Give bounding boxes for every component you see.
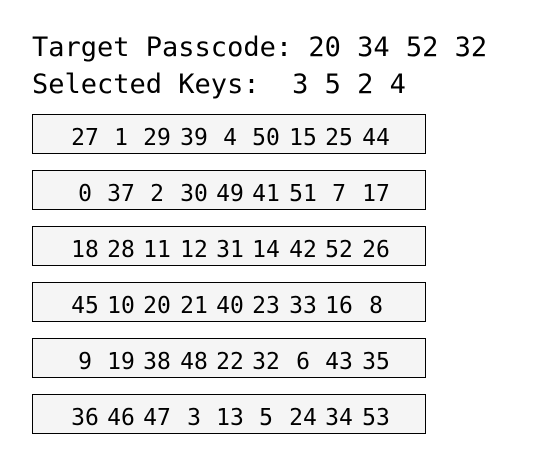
key-42[interactable]: 42 bbox=[289, 237, 317, 263]
selected-keys-line: Selected Keys: 3 5 2 4 bbox=[32, 69, 406, 101]
key-44[interactable]: 44 bbox=[362, 125, 390, 151]
key-53[interactable]: 53 bbox=[362, 405, 390, 431]
key-34[interactable]: 34 bbox=[325, 405, 353, 431]
target-passcode-label: Target Passcode: bbox=[32, 32, 293, 63]
key-40[interactable]: 40 bbox=[216, 293, 244, 319]
key-22[interactable]: 22 bbox=[216, 349, 244, 375]
key-row: 18 28 11 12 31 14 42 52 26 bbox=[32, 226, 426, 266]
key-row: 0 37 2 30 49 41 51 7 17 bbox=[32, 170, 426, 210]
key-23[interactable]: 23 bbox=[252, 293, 280, 319]
key-32[interactable]: 32 bbox=[252, 349, 280, 375]
key-2[interactable]: 2 bbox=[150, 181, 164, 207]
key-row: 45 10 20 21 40 23 33 16 8 bbox=[32, 282, 426, 322]
key-48[interactable]: 48 bbox=[180, 349, 208, 375]
target-passcode-value: 20 34 52 32 bbox=[308, 32, 488, 63]
key-51[interactable]: 51 bbox=[289, 181, 317, 207]
key-24[interactable]: 24 bbox=[289, 405, 317, 431]
key-6[interactable]: 6 bbox=[296, 349, 310, 375]
selected-keys-label: Selected Keys: bbox=[32, 69, 260, 100]
key-0[interactable]: 0 bbox=[78, 181, 92, 207]
key-46[interactable]: 46 bbox=[107, 405, 135, 431]
key-19[interactable]: 19 bbox=[107, 349, 135, 375]
key-43[interactable]: 43 bbox=[325, 349, 353, 375]
key-49[interactable]: 49 bbox=[216, 181, 244, 207]
key-5[interactable]: 5 bbox=[259, 405, 273, 431]
key-row: 27 1 29 39 4 50 15 25 44 bbox=[32, 114, 426, 154]
key-39[interactable]: 39 bbox=[180, 125, 208, 151]
key-20[interactable]: 20 bbox=[143, 293, 171, 319]
key-7[interactable]: 7 bbox=[332, 181, 346, 207]
key-25[interactable]: 25 bbox=[325, 125, 353, 151]
key-12[interactable]: 12 bbox=[180, 237, 208, 263]
key-3[interactable]: 3 bbox=[187, 405, 201, 431]
key-row: 36 46 47 3 13 5 24 34 53 bbox=[32, 394, 426, 434]
key-11[interactable]: 11 bbox=[143, 237, 171, 263]
key-36[interactable]: 36 bbox=[71, 405, 99, 431]
key-14[interactable]: 14 bbox=[252, 237, 280, 263]
key-27[interactable]: 27 bbox=[71, 125, 99, 151]
key-35[interactable]: 35 bbox=[362, 349, 390, 375]
key-45[interactable]: 45 bbox=[71, 293, 99, 319]
key-31[interactable]: 31 bbox=[216, 237, 244, 263]
key-41[interactable]: 41 bbox=[252, 181, 280, 207]
key-16[interactable]: 16 bbox=[325, 293, 353, 319]
key-37[interactable]: 37 bbox=[107, 181, 135, 207]
key-52[interactable]: 52 bbox=[325, 237, 353, 263]
key-47[interactable]: 47 bbox=[143, 405, 171, 431]
key-29[interactable]: 29 bbox=[143, 125, 171, 151]
key-50[interactable]: 50 bbox=[252, 125, 280, 151]
key-15[interactable]: 15 bbox=[289, 125, 317, 151]
key-28[interactable]: 28 bbox=[107, 237, 135, 263]
key-10[interactable]: 10 bbox=[107, 293, 135, 319]
key-4[interactable]: 4 bbox=[223, 125, 237, 151]
key-1[interactable]: 1 bbox=[114, 125, 128, 151]
key-30[interactable]: 30 bbox=[180, 181, 208, 207]
key-26[interactable]: 26 bbox=[362, 237, 390, 263]
key-21[interactable]: 21 bbox=[180, 293, 208, 319]
key-8[interactable]: 8 bbox=[369, 293, 383, 319]
target-passcode-line: Target Passcode: 20 34 52 32 bbox=[32, 32, 487, 64]
key-18[interactable]: 18 bbox=[71, 237, 99, 263]
key-13[interactable]: 13 bbox=[216, 405, 244, 431]
key-9[interactable]: 9 bbox=[78, 349, 92, 375]
key-17[interactable]: 17 bbox=[362, 181, 390, 207]
key-33[interactable]: 33 bbox=[289, 293, 317, 319]
key-row: 9 19 38 48 22 32 6 43 35 bbox=[32, 338, 426, 378]
selected-keys-value: 3 5 2 4 bbox=[292, 69, 406, 100]
key-38[interactable]: 38 bbox=[143, 349, 171, 375]
